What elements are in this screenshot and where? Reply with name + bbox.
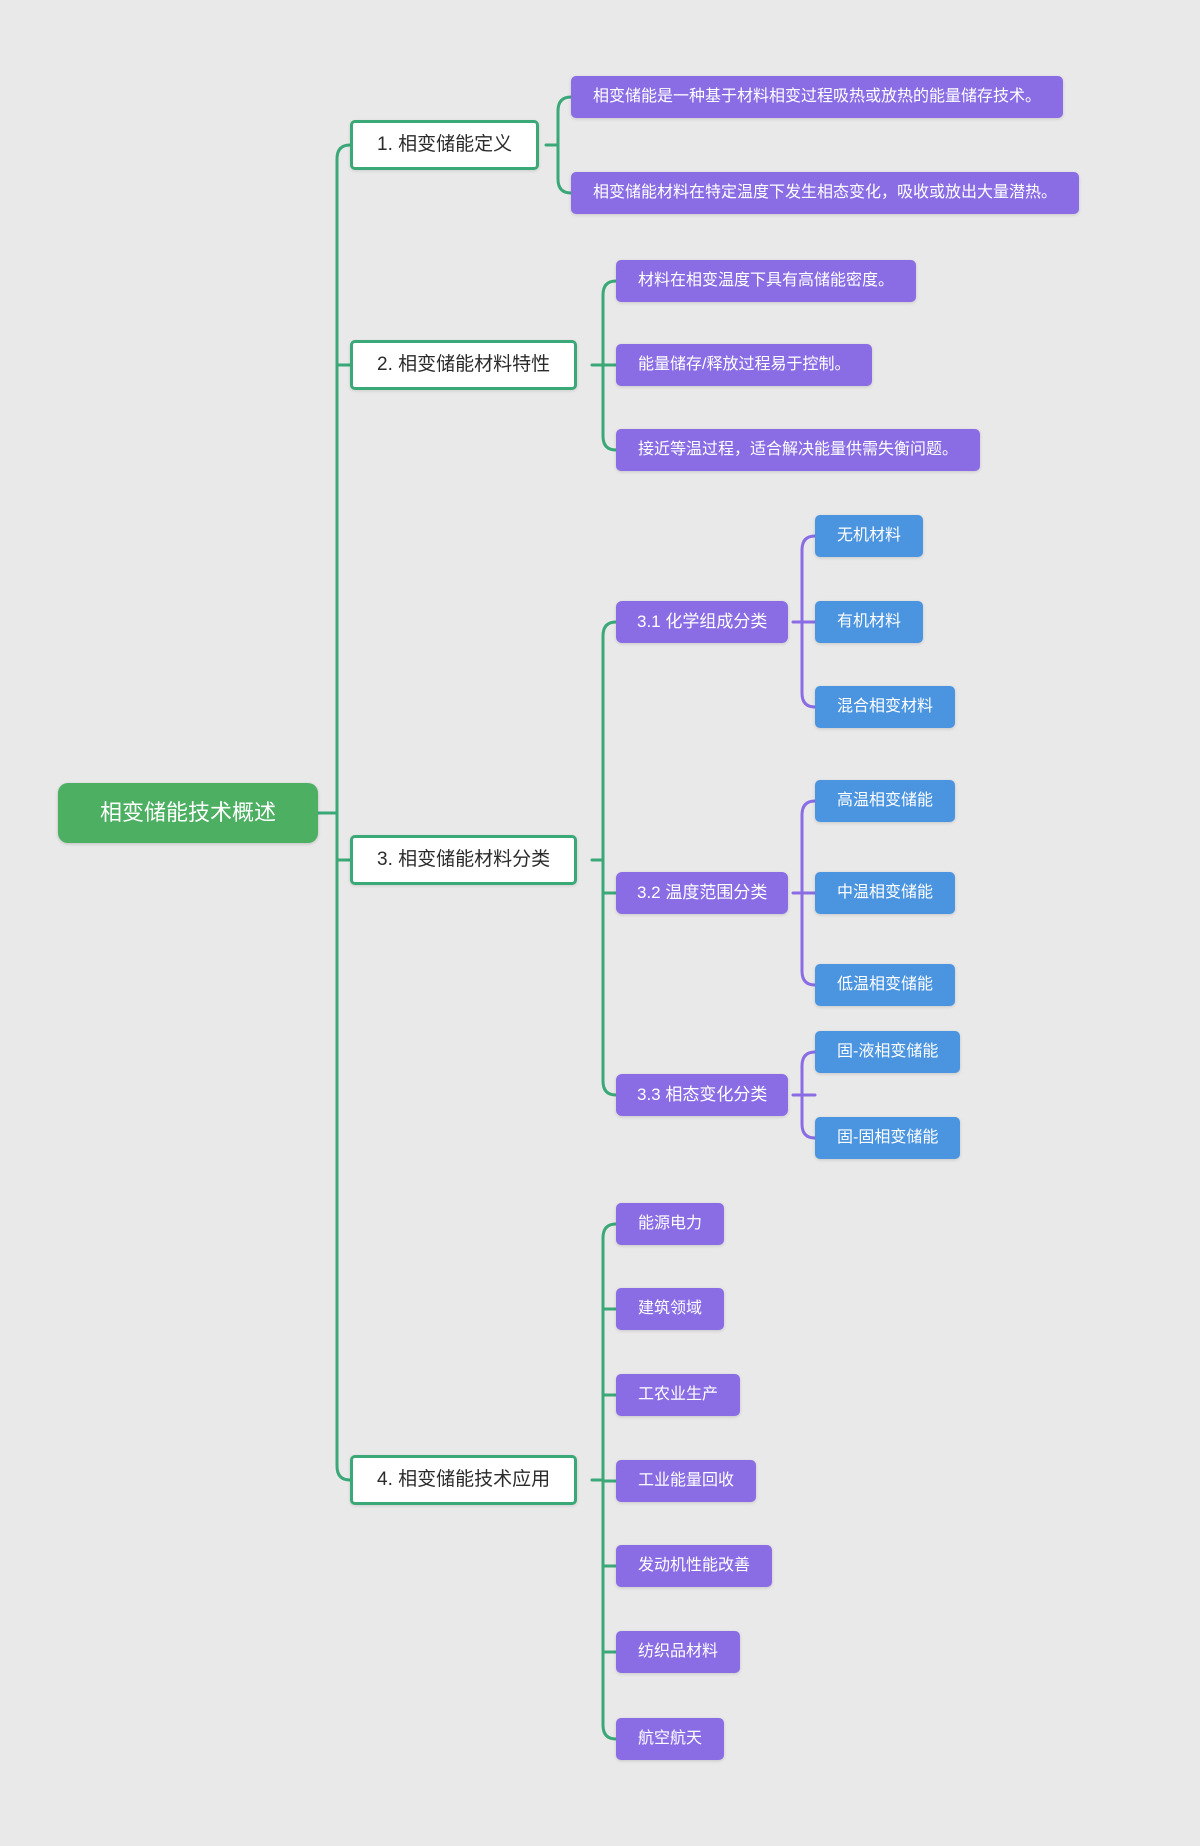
leaf-node-definition-1[interactable]: 相变储能是一种基于材料相变过程吸热或放热的能量储存技术。 [571,76,1064,118]
leaf-node-property-isothermal[interactable]: 接近等温过程，适合解决能量供需失衡问题。 [616,429,981,471]
branch-node-properties[interactable]: 2. 相变储能材料特性 [350,340,578,390]
connector-branch2-trunk [601,279,618,452]
subbranch-node-chemical[interactable]: 3.1 化学组成分类 [616,601,789,643]
leaf-node-solid-solid[interactable]: 固-固相变储能 [815,1117,961,1159]
leaf-node-energy-recovery[interactable]: 工业能量回收 [616,1460,757,1502]
connector-31-trunk [800,534,817,709]
leaf-node-inorganic[interactable]: 无机材料 [815,515,924,557]
leaf-node-high-temp[interactable]: 高温相变储能 [815,780,956,822]
branch-node-applications[interactable]: 4. 相变储能技术应用 [350,1455,578,1505]
leaf-node-construction[interactable]: 建筑领域 [616,1288,725,1330]
leaf-node-property-density[interactable]: 材料在相变温度下具有高储能密度。 [616,260,917,302]
leaf-node-organic[interactable]: 有机材料 [815,601,924,643]
connector-32-trunk [800,799,817,987]
leaf-node-property-control[interactable]: 能量储存/释放过程易于控制。 [616,344,873,386]
connector-branch3-trunk [601,620,618,1097]
leaf-node-textile[interactable]: 纺织品材料 [616,1631,741,1673]
branch-node-definition[interactable]: 1. 相变储能定义 [350,120,540,170]
subbranch-node-temperature[interactable]: 3.2 温度范围分类 [616,872,789,914]
leaf-node-aerospace[interactable]: 航空航天 [616,1718,725,1760]
connector-branch1-trunk [556,95,573,195]
leaf-node-mid-temp[interactable]: 中温相变储能 [815,872,956,914]
leaf-node-solid-liquid[interactable]: 固-液相变储能 [815,1031,961,1073]
branch-node-classification[interactable]: 3. 相变储能材料分类 [350,835,578,885]
connector-root-trunk [335,143,352,1482]
leaf-node-low-temp[interactable]: 低温相变储能 [815,964,956,1006]
connector-branch4-trunk [601,1222,618,1741]
connector-33-trunk [800,1050,817,1140]
leaf-node-energy-power[interactable]: 能源电力 [616,1203,725,1245]
subbranch-node-phase-state[interactable]: 3.3 相态变化分类 [616,1074,789,1116]
leaf-node-engine-performance[interactable]: 发动机性能改善 [616,1545,773,1587]
leaf-node-definition-2[interactable]: 相变储能材料在特定温度下发生相态变化，吸收或放出大量潜热。 [571,172,1080,214]
leaf-node-industry-agriculture[interactable]: 工农业生产 [616,1374,741,1416]
leaf-node-composite[interactable]: 混合相变材料 [815,686,956,728]
root-node[interactable]: 相变储能技术概述 [58,783,319,843]
